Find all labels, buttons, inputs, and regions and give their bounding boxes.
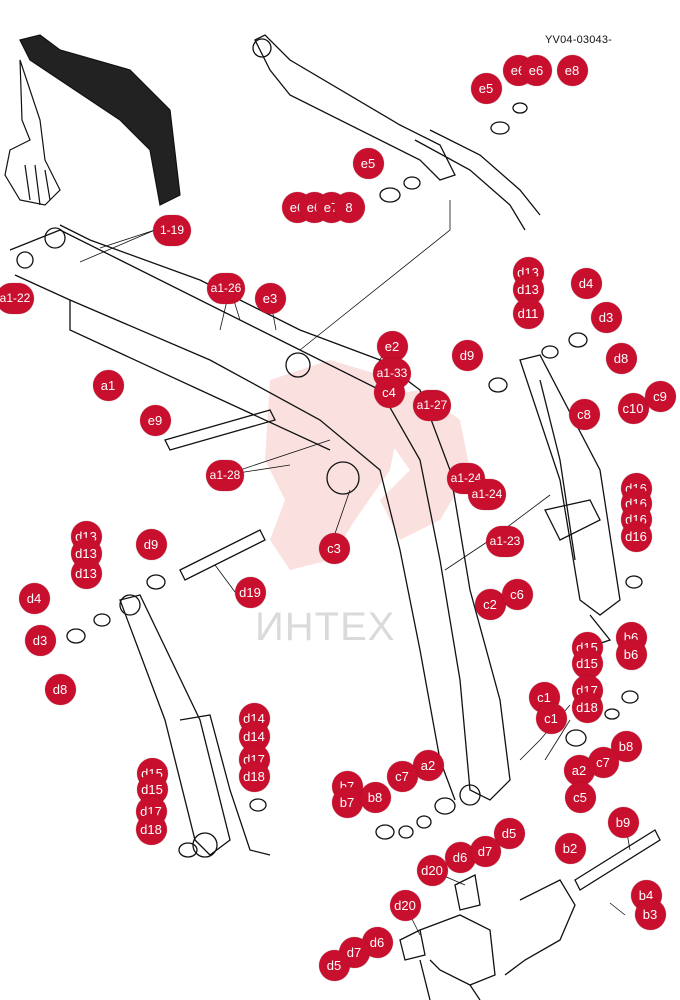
callout-c9[interactable]: c9 [644, 380, 676, 412]
callout-c7a[interactable]: c7 [386, 760, 418, 792]
callout-c10[interactable]: c10 [617, 392, 649, 424]
callout-d15a2[interactable]: d15 [571, 647, 603, 679]
callout-d18b[interactable]: d18 [238, 760, 270, 792]
callout-b2[interactable]: b2 [554, 832, 586, 864]
callout-b6b[interactable]: b6 [615, 638, 647, 670]
callout-d18c[interactable]: d18 [135, 813, 167, 845]
callout-e6b[interactable]: e6 [520, 54, 552, 86]
callout-d9b[interactable]: d9 [135, 528, 167, 560]
callout-d11a[interactable]: d11 [512, 297, 544, 329]
callout-a1-23[interactable]: a1-23 [486, 525, 524, 557]
callout-d7a[interactable]: d7 [469, 835, 501, 867]
callout-e5b[interactable]: e5 [352, 147, 384, 179]
callout-d5b[interactable]: d5 [318, 949, 350, 981]
callout-d8a[interactable]: d8 [605, 342, 637, 374]
callout-c1b[interactable]: c1 [535, 702, 567, 734]
callout-c2[interactable]: c2 [474, 588, 506, 620]
callout-a1-27[interactable]: a1-27 [413, 389, 451, 421]
callout-c7b[interactable]: c7 [587, 746, 619, 778]
callout-d4a[interactable]: d4 [570, 267, 602, 299]
callout-a1[interactable]: a1 [92, 369, 124, 401]
callout-e8a[interactable]: e8 [556, 54, 588, 86]
callout-b8b[interactable]: b8 [359, 781, 391, 813]
callout-d13a2[interactable]: d13 [512, 273, 544, 305]
pins-and-shafts [164, 409, 661, 961]
callout-a1-19[interactable]: 1-19 [153, 214, 191, 246]
callout-d16a4[interactable]: d16 [620, 520, 652, 552]
document-code: YV04-03043- [545, 34, 613, 46]
callout-c5[interactable]: c5 [564, 781, 596, 813]
callout-a1-24b[interactable]: a1-24 [468, 478, 506, 510]
callout-a1-22[interactable]: a1-22 [0, 282, 34, 314]
callout-d9a[interactable]: d9 [451, 339, 483, 371]
boom-arm [9, 224, 511, 806]
callout-c6[interactable]: c6 [501, 578, 533, 610]
callout-d6a[interactable]: d6 [444, 841, 476, 873]
callout-c4[interactable]: c4 [373, 376, 405, 408]
callout-a1-28[interactable]: a1-28 [206, 459, 244, 491]
callout-e8b[interactable]: 8 [333, 191, 365, 223]
callout-d20b[interactable]: d20 [389, 889, 421, 921]
callout-d13b3[interactable]: d13 [70, 557, 102, 589]
callout-b9[interactable]: b9 [607, 806, 639, 838]
callout-b3[interactable]: b3 [634, 898, 666, 930]
callout-c8[interactable]: c8 [568, 398, 600, 430]
callout-d15b2[interactable]: d15 [136, 773, 168, 805]
callout-e5a[interactable]: e5 [470, 72, 502, 104]
callout-b7b[interactable]: b7 [331, 786, 363, 818]
bottom-bracket [419, 879, 576, 1000]
callout-d8b[interactable]: d8 [44, 673, 76, 705]
callout-e2[interactable]: e2 [376, 330, 408, 362]
callout-e3[interactable]: e3 [254, 282, 286, 314]
callout-d18a[interactable]: d18 [571, 691, 603, 723]
washers-and-bushings [66, 102, 643, 858]
callout-d4b[interactable]: d4 [18, 582, 50, 614]
excavator-thumbnail [4, 34, 181, 206]
callout-d3b[interactable]: d3 [24, 624, 56, 656]
callout-d20a[interactable]: d20 [416, 854, 448, 886]
callout-a2a[interactable]: a2 [412, 749, 444, 781]
callout-a1-26[interactable]: a1-26 [207, 272, 245, 304]
callout-c3[interactable]: c3 [318, 532, 350, 564]
callout-d19[interactable]: d19 [234, 576, 266, 608]
left-cylinder [119, 594, 271, 858]
callout-e9[interactable]: e9 [139, 404, 171, 436]
callout-d3a[interactable]: d3 [590, 301, 622, 333]
right-cylinder [519, 354, 621, 651]
top-cylinder [252, 34, 541, 231]
